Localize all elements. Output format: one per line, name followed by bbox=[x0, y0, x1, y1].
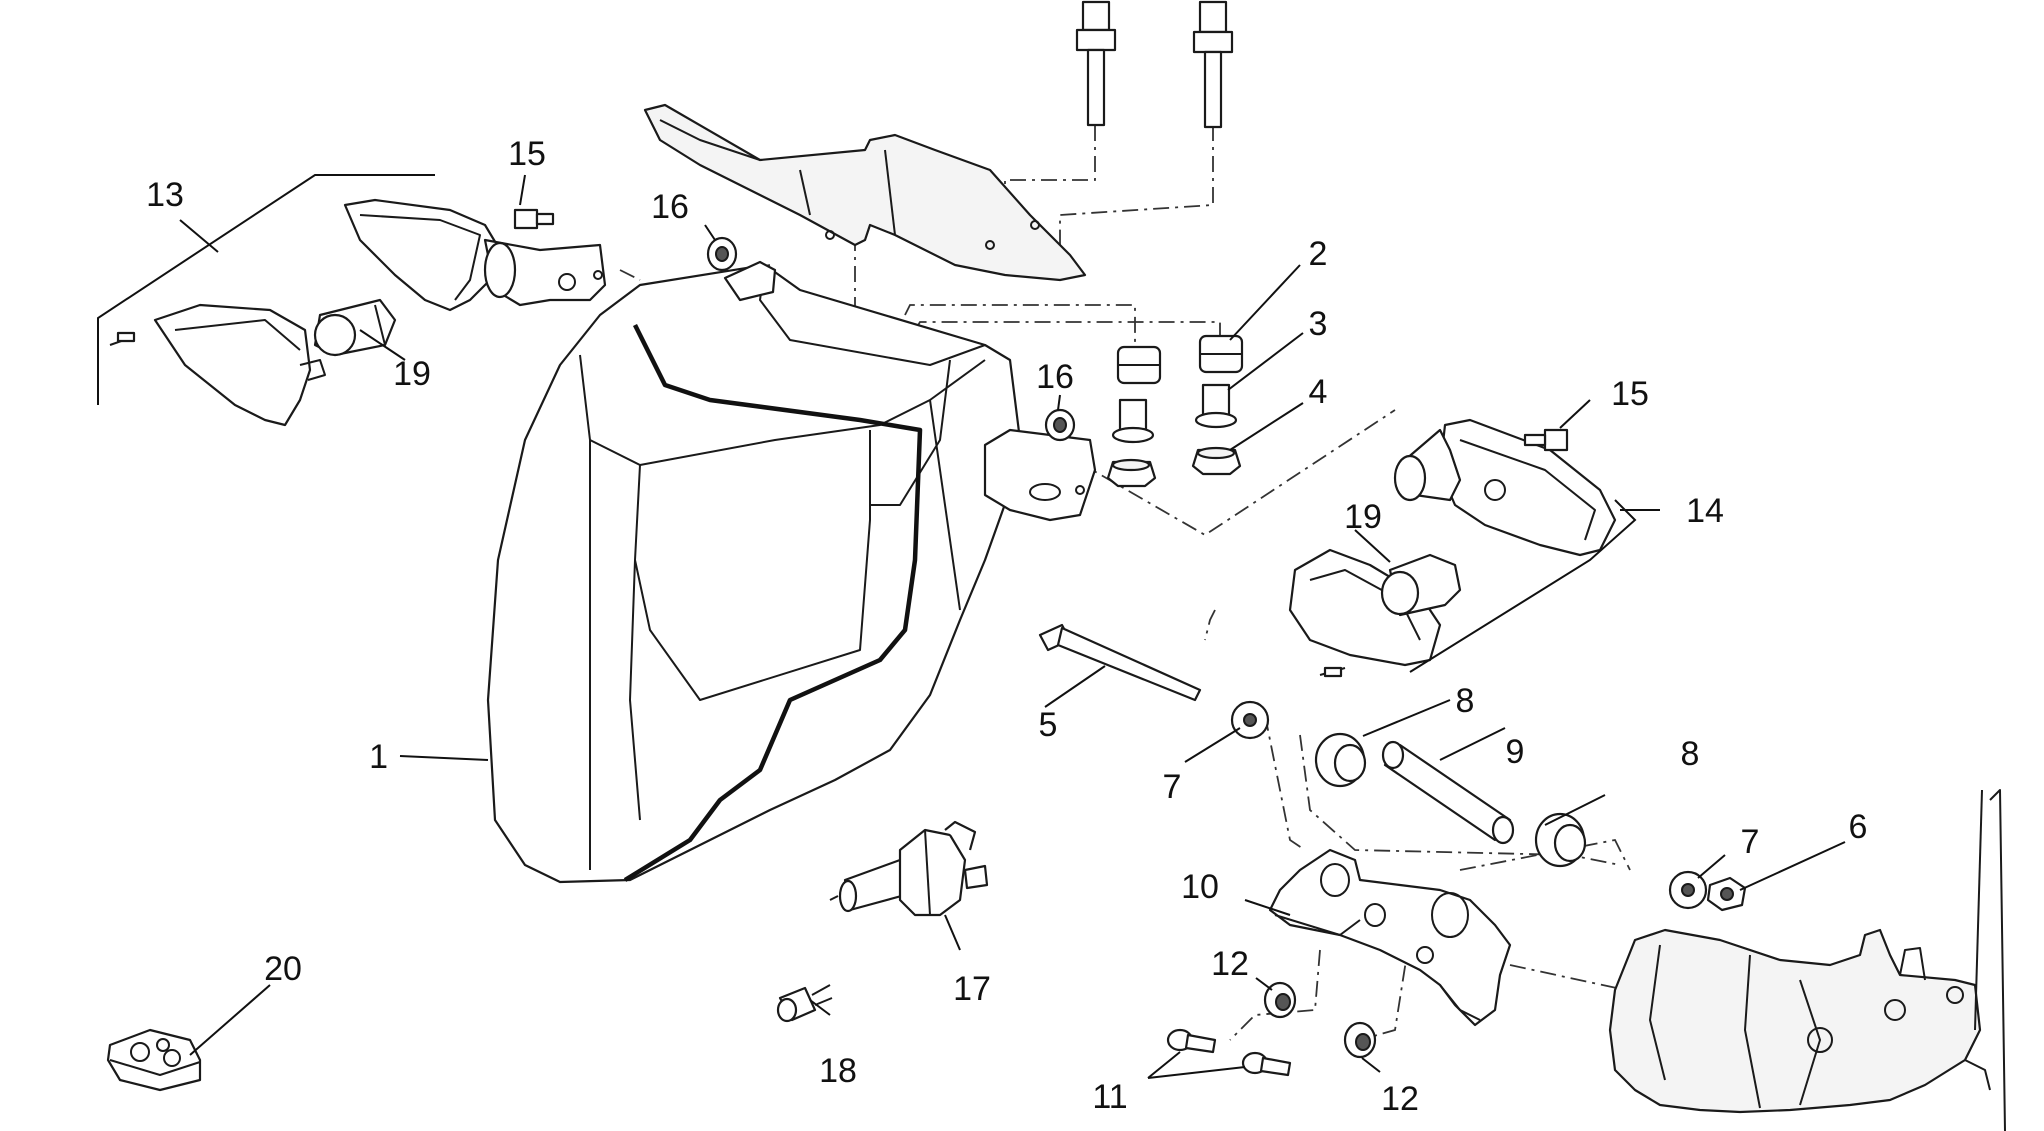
callout-14: 14 bbox=[1686, 492, 1724, 530]
nut-12-lower bbox=[1343, 1021, 1377, 1059]
callout-12-lower: 12 bbox=[1381, 1080, 1419, 1118]
nut-right bbox=[1191, 446, 1242, 476]
headlight-mounting-bracket bbox=[1268, 848, 1512, 1027]
bushing-8-right bbox=[1534, 812, 1587, 868]
callout-19-left: 19 bbox=[393, 355, 431, 393]
callout-9: 9 bbox=[1506, 733, 1525, 771]
rubber-grommet-right bbox=[1198, 334, 1244, 374]
bushing-8-left bbox=[1314, 732, 1367, 788]
parking-bulb bbox=[776, 984, 833, 1023]
nut-6 bbox=[1706, 876, 1747, 912]
washer-mid bbox=[1044, 408, 1076, 442]
assembly-guide-lines bbox=[619, 125, 1881, 1046]
callout-18: 18 bbox=[819, 1052, 857, 1090]
leader-lines bbox=[179, 174, 1846, 1079]
spacer-tube-9 bbox=[1381, 740, 1515, 845]
callout-labels: 1 2 3 4 5 6 7 7 8 8 9 10 11 12 12 13 14 … bbox=[146, 135, 1867, 1118]
callout-8-right: 8 bbox=[1681, 735, 1700, 773]
callout-16-mid: 16 bbox=[1036, 358, 1074, 396]
top-bracket bbox=[643, 103, 1087, 282]
callout-4: 4 bbox=[1309, 373, 1328, 411]
bracket-screw-left bbox=[1075, 0, 1117, 127]
left-turn-signal-upper bbox=[343, 198, 607, 312]
washer-top bbox=[706, 236, 738, 272]
callout-7-right: 7 bbox=[1741, 823, 1760, 861]
nut-left bbox=[1106, 458, 1157, 488]
callout-7-left: 7 bbox=[1163, 768, 1182, 806]
spacer-bushing-left bbox=[1111, 398, 1155, 444]
screw-11-upper bbox=[1166, 1028, 1217, 1054]
right-turn-signal-lower bbox=[1288, 548, 1442, 678]
nut-12-upper bbox=[1263, 981, 1297, 1019]
right-turn-signal-screw bbox=[1523, 428, 1569, 452]
screw-11-lower bbox=[1241, 1051, 1292, 1077]
callout-20: 20 bbox=[264, 950, 302, 988]
headlight-housing bbox=[486, 260, 1097, 884]
long-bolt bbox=[1038, 623, 1202, 702]
callout-16-top: 16 bbox=[651, 188, 689, 226]
rubber-clamp bbox=[106, 1028, 202, 1092]
callout-6: 6 bbox=[1849, 808, 1868, 846]
left-bulb bbox=[313, 298, 397, 357]
left-turn-signal-screw bbox=[513, 208, 555, 230]
washer-7-left bbox=[1230, 700, 1270, 740]
headlight-bulb bbox=[829, 820, 989, 917]
callout-5: 5 bbox=[1039, 706, 1058, 744]
callout-3: 3 bbox=[1309, 305, 1328, 343]
bracket-screw-right bbox=[1192, 0, 1234, 129]
callout-13: 13 bbox=[146, 176, 184, 214]
washer-7-right bbox=[1668, 870, 1708, 910]
callout-8-left: 8 bbox=[1456, 682, 1475, 720]
left-turn-signal-bracket-line bbox=[97, 174, 435, 405]
callout-10: 10 bbox=[1181, 868, 1219, 906]
callout-2: 2 bbox=[1309, 235, 1328, 273]
right-turn-signal-upper bbox=[1393, 418, 1617, 557]
spacer-bushing-right bbox=[1194, 383, 1238, 429]
callout-15-right: 15 bbox=[1611, 375, 1649, 413]
callout-17: 17 bbox=[953, 970, 991, 1008]
callout-15-left: 15 bbox=[508, 135, 546, 173]
callout-11: 11 bbox=[1092, 1078, 1127, 1116]
rubber-grommet-left bbox=[1116, 345, 1162, 385]
callout-12-upper: 12 bbox=[1211, 945, 1249, 983]
callout-19-right: 19 bbox=[1344, 498, 1382, 536]
left-turn-signal-lower bbox=[109, 303, 326, 427]
right-bulb bbox=[1380, 553, 1462, 617]
frame-section bbox=[1608, 789, 2006, 1131]
callout-1: 1 bbox=[369, 738, 388, 776]
